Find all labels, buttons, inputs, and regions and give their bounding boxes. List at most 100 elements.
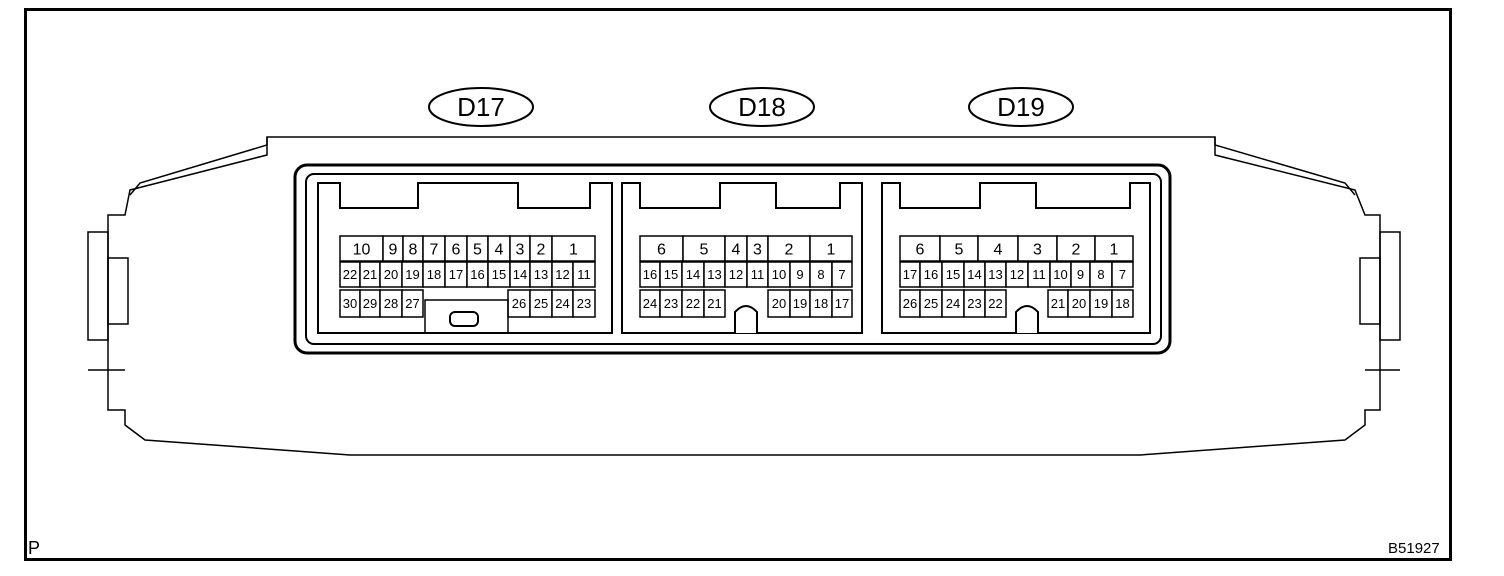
pin-number: 4 [732,241,741,258]
pin-cell [1111,289,1134,318]
pin-cell [401,289,424,318]
pin-number: 10 [1053,267,1067,282]
pin-number: 19 [793,296,807,311]
key-notch [1015,305,1039,333]
pin-number: 8 [1097,267,1104,282]
pin-cell [767,235,811,262]
pin-cell [831,289,853,318]
pin-cell [703,289,726,318]
pin-number: 25 [924,296,938,311]
pin-number: 19 [405,267,419,282]
pin-number: 14 [686,267,700,282]
pin-number: 25 [534,296,548,311]
pin-number: 1 [1110,241,1119,258]
pin-number: 9 [389,241,398,258]
pin-number: 17 [449,267,463,282]
pin-number: 23 [967,296,981,311]
pin-number: 20 [1072,296,1086,311]
pin-cell [984,289,1007,318]
pin-number: 11 [577,267,591,282]
pin-number: 21 [363,267,377,282]
connector-frame [293,163,1172,355]
key-recess [424,299,509,333]
pin-number: 4 [495,241,504,258]
pin-number: 9 [1077,267,1084,282]
pin-number: 13 [988,267,1002,282]
pin-number: 6 [916,241,925,258]
connector-shell [317,182,613,334]
pin-number: 24 [555,296,569,311]
pin-number: 16 [924,267,938,282]
pin-number: 15 [946,267,960,282]
pin-number: 11 [751,267,765,282]
pin-number: 11 [1032,267,1046,282]
pin-number: 18 [427,267,441,282]
pin-number: 3 [1033,241,1042,258]
pin-cell [572,261,596,288]
pin-number: 22 [988,296,1002,311]
key-notch [734,305,758,333]
pin-number: 2 [785,241,794,258]
pin-number: 13 [707,267,721,282]
connector-shell [621,182,863,334]
pin-number: 24 [946,296,960,311]
pin-number: 26 [512,296,526,311]
pin-cell [572,289,596,318]
pin-number: 8 [409,241,418,258]
pin-number: 28 [384,296,398,311]
pin-cell [1056,235,1096,262]
pin-cell [551,235,596,262]
pin-number: 5 [700,241,709,258]
connector-shell [881,182,1151,334]
pin-number: 4 [994,241,1003,258]
pin-number: 24 [643,296,657,311]
pin-cell [831,261,853,288]
pin-number: 9 [796,267,803,282]
pin-number: 6 [452,241,461,258]
pin-number: 5 [473,241,482,258]
pin-number: 2 [1072,241,1081,258]
pin-number: 1 [569,241,578,258]
pin-number: 23 [577,296,591,311]
connector-label-ellipse [709,87,815,127]
pin-number: 21 [707,296,721,311]
pin-number: 6 [657,241,666,258]
pin-number: 1 [827,241,836,258]
pin-cell [1017,235,1058,262]
pin-number: 16 [643,267,657,282]
connector-label: D19 [997,92,1045,122]
pin-number: 19 [1094,296,1108,311]
pin-number: 17 [903,267,917,282]
pin-number: 7 [1119,267,1126,282]
connector-label: D18 [738,92,786,122]
pin-number: 14 [967,267,981,282]
pin-cell [939,235,979,262]
pin-number: 3 [753,241,762,258]
pin-number: 12 [1010,267,1024,282]
pin-number: 23 [664,296,678,311]
pin-number: 12 [729,267,743,282]
pin-number: 7 [430,241,439,258]
pin-number: 10 [772,267,786,282]
pin-number: 14 [513,267,527,282]
pin-cell [1111,261,1134,288]
connector-label: D17 [457,92,505,122]
pin-cell [809,235,853,262]
pin-number: 27 [405,296,419,311]
pin-number: 15 [492,267,506,282]
pin-number: 10 [353,241,371,258]
pin-number: 7 [838,267,845,282]
pin-number: 20 [384,267,398,282]
page-marker: P [28,538,41,558]
pin-number: 30 [343,296,357,311]
pin-number: 17 [835,296,849,311]
pin-number: 16 [470,267,484,282]
pin-number: 3 [516,241,525,258]
pin-number: 26 [903,296,917,311]
pin-cell [1094,235,1134,262]
